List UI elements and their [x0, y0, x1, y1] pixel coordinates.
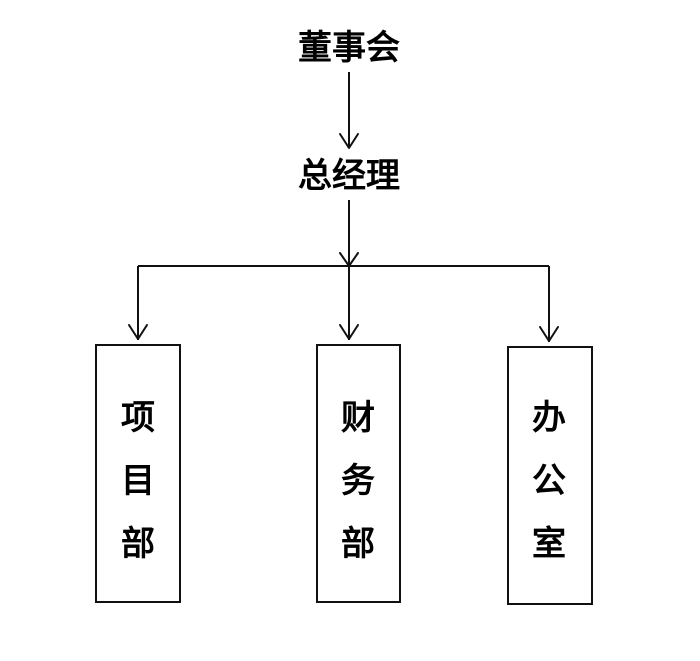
dept-1-char-1: 项 [121, 398, 155, 438]
dept-2-char-3: 部 [341, 524, 375, 564]
gm-label: 总经理 [298, 156, 400, 196]
dept-1-char-2: 目 [121, 461, 155, 501]
dept-3-char-1: 办 [532, 398, 566, 438]
dept-box-2 [316, 344, 401, 603]
dept-3-char-3: 室 [532, 524, 566, 564]
dept-2-char-2: 务 [341, 461, 375, 501]
dept-3-char-2: 公 [532, 461, 566, 501]
arrowhead-dept-3 [539, 326, 559, 342]
arrowhead-dept-2 [339, 324, 359, 340]
dept-box-3 [507, 346, 593, 605]
board-label: 董事会 [298, 28, 400, 68]
dept-2-char-1: 财 [341, 398, 375, 438]
dept-1-char-3: 部 [121, 524, 155, 564]
arrowhead-dept-1 [128, 324, 148, 340]
arrowhead-gm [339, 133, 359, 149]
dept-box-1 [95, 344, 181, 603]
